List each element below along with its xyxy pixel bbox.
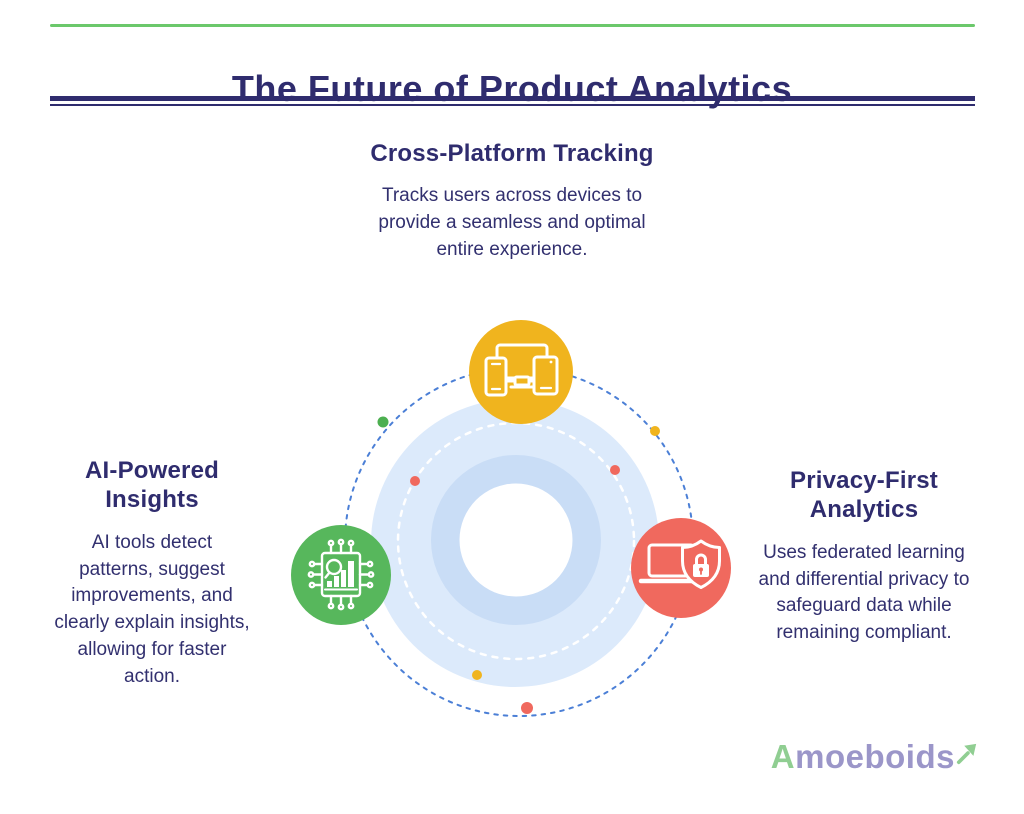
node-ai-powered-insights xyxy=(291,525,391,625)
section-ai-powered-insights: AI-Powered Insights AI tools detect patt… xyxy=(40,456,264,691)
section-heading: Cross-Platform Tracking xyxy=(370,140,654,167)
orbit-dot-green xyxy=(377,416,389,428)
center-hole xyxy=(459,483,573,597)
node-cross-platform-tracking xyxy=(469,320,573,424)
ai-chip-icon xyxy=(307,538,375,611)
orbit-dot-yellow xyxy=(472,670,482,680)
logo-text: moeboids xyxy=(795,738,955,775)
section-body: Uses federated learning and differential… xyxy=(758,541,970,644)
orbit-dot-red xyxy=(610,465,620,475)
section-privacy-first-analytics: Privacy-First Analytics Uses federated l… xyxy=(752,466,976,647)
devices-icon xyxy=(484,343,559,397)
orbit-dot-yellow xyxy=(650,426,660,436)
orbit-dot-red xyxy=(521,702,533,714)
section-cross-platform-tracking: Cross-Platform Tracking Tracks users acr… xyxy=(352,139,672,264)
top-accent-line xyxy=(50,24,975,27)
section-body: AI tools detect patterns, suggest improv… xyxy=(54,531,250,688)
title-rule-thin xyxy=(50,104,975,106)
section-heading: AI-Powered Insights xyxy=(84,457,220,514)
logo-letter-a: A xyxy=(770,738,796,775)
orbit-dot-red xyxy=(410,476,420,486)
title-rule-thick xyxy=(50,96,975,101)
section-body: Tracks users across devices to provide a… xyxy=(378,185,646,261)
section-heading: Privacy-First Analytics xyxy=(789,467,938,524)
page-title: The Future of Product Analytics xyxy=(231,68,793,110)
amoeboids-logo: A moeboids xyxy=(771,740,978,773)
logo-arrow-icon xyxy=(956,737,978,770)
node-privacy-first-analytics xyxy=(631,518,731,618)
laptop-shield-icon xyxy=(638,539,721,589)
